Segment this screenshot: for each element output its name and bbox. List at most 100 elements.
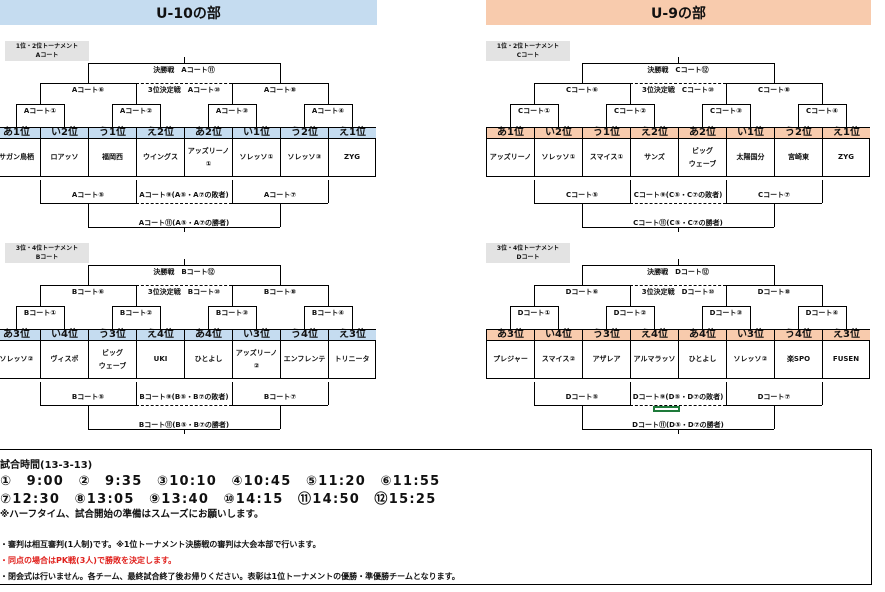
seed-cell: え4位 — [630, 329, 678, 341]
seed-cell: う2位 — [280, 127, 328, 139]
line — [40, 382, 41, 405]
line — [798, 104, 846, 105]
lower-left-label: Aコート⑤ — [71, 191, 105, 199]
line — [678, 429, 679, 434]
line — [846, 306, 847, 329]
team-cell: ソレッソ① — [534, 139, 582, 177]
rule-referee: ・審判は相互審判(1人制)です。※1位トーナメント決勝戦の審判は大会本部で行いま… — [0, 540, 321, 549]
line — [136, 83, 232, 84]
seed-cell: あ2位 — [678, 127, 726, 139]
team-cell: 楽SPO — [774, 341, 822, 379]
seed-cell: い1位 — [726, 127, 774, 139]
team-cell: アルマラッソ — [630, 341, 678, 379]
line — [232, 382, 233, 405]
rule-closing: ・閉会式は行いません。各チーム、最終試合終了後お帰りください。表彰は1位トーナメ… — [0, 572, 460, 581]
line — [654, 104, 655, 127]
lower-left-label: Dコート⑤ — [565, 393, 599, 401]
lower-right-label: Cコート⑦ — [757, 191, 791, 199]
line — [630, 382, 631, 405]
line — [582, 405, 583, 429]
team-cell: ひとよし — [678, 341, 726, 379]
team-cell: ソレッソ③ — [280, 139, 328, 177]
seed-cell: い4位 — [40, 329, 88, 341]
quarterfinal-label: Bコート④ — [311, 309, 345, 317]
line — [486, 138, 870, 139]
line — [510, 104, 511, 127]
team-cell: ひとよし — [184, 341, 232, 379]
line — [798, 306, 799, 329]
line — [16, 306, 17, 329]
seed-cell: え4位 — [136, 329, 184, 341]
semifinal-label: Cコート⑥ — [565, 86, 599, 94]
line — [64, 104, 65, 127]
lower-final-label: Aコート⑪(A⑤・A⑦の勝者) — [138, 219, 230, 227]
team-cell: ソレッソ① — [232, 139, 280, 177]
seed-cell: え2位 — [630, 127, 678, 139]
seed-cell: う2位 — [774, 127, 822, 139]
lower-right-label: Aコート⑦ — [263, 191, 297, 199]
lower-right-label: Bコート⑦ — [263, 393, 297, 401]
lower-consolation-label: Cコート⑨(C⑤・C⑦の敗者) — [633, 191, 723, 199]
line — [678, 227, 679, 232]
line — [232, 285, 233, 306]
team-cell: ビッグ ウェーブ — [678, 139, 726, 177]
line — [822, 382, 823, 405]
line — [40, 285, 41, 306]
line — [486, 329, 870, 330]
line — [702, 104, 750, 105]
team-cell: ソレッソ② — [726, 341, 774, 379]
quarterfinal-label: Dコート③ — [709, 309, 743, 317]
line — [654, 306, 655, 329]
line — [534, 285, 535, 306]
seed-cell: あ4位 — [678, 329, 726, 341]
line — [352, 306, 353, 329]
line — [112, 306, 113, 329]
line — [0, 138, 376, 139]
seed-cell: う1位 — [88, 127, 136, 139]
seed-cell: い4位 — [534, 329, 582, 341]
bracket-tag-line: 1位・2位トーナメント — [15, 43, 79, 50]
semifinal-label: Aコート⑥ — [71, 86, 105, 94]
line — [280, 265, 281, 285]
line — [208, 306, 256, 307]
line — [582, 203, 583, 227]
line — [328, 382, 329, 405]
schedule-times-2: ⑦12:30 ⑧13:05 ⑨13:40 ⑩14:15 ⑪14:50 ⑫15:2… — [0, 492, 437, 507]
quarterfinal-label: Dコート① — [517, 309, 551, 317]
line — [510, 306, 511, 329]
line — [304, 104, 352, 105]
line — [0, 329, 376, 330]
cell-selection-marker[interactable] — [653, 406, 680, 412]
line — [702, 306, 750, 307]
line — [630, 203, 726, 204]
line — [136, 405, 232, 406]
line — [136, 83, 137, 104]
line — [630, 405, 726, 406]
team-cell: ウイングス — [136, 139, 184, 177]
lower-consolation-label: Aコート⑨(A⑤・A⑦の敗者) — [139, 191, 229, 199]
team-cell: サンズ — [630, 139, 678, 177]
line — [280, 203, 281, 227]
line — [750, 306, 751, 329]
seed-cell: あ4位 — [184, 329, 232, 341]
line — [40, 180, 41, 203]
seed-cell: う4位 — [774, 329, 822, 341]
seed-cell: あ3位 — [486, 329, 534, 341]
third-place-label: 3位決定戦 Cコート⑩ — [642, 86, 714, 94]
line — [702, 104, 703, 127]
line — [846, 104, 847, 127]
bracket-tag-line: 3位・4位トーナメント — [15, 245, 79, 252]
quarterfinal-label: Aコート③ — [215, 107, 249, 115]
line — [606, 306, 654, 307]
team-cell: エンフレンテ — [280, 341, 328, 379]
seed-cell: え2位 — [136, 127, 184, 139]
seed-cell: あ2位 — [184, 127, 232, 139]
team-cell: ZYG — [822, 139, 870, 177]
line — [510, 104, 558, 105]
line — [136, 180, 137, 203]
schedule-title: 試合時間(13-3-13) — [0, 460, 93, 471]
line — [822, 83, 823, 104]
final-match-label: 決勝戦 Cコート⑫ — [647, 66, 709, 74]
line — [726, 180, 727, 203]
final-match-label: 決勝戦 Bコート⑫ — [153, 268, 215, 276]
